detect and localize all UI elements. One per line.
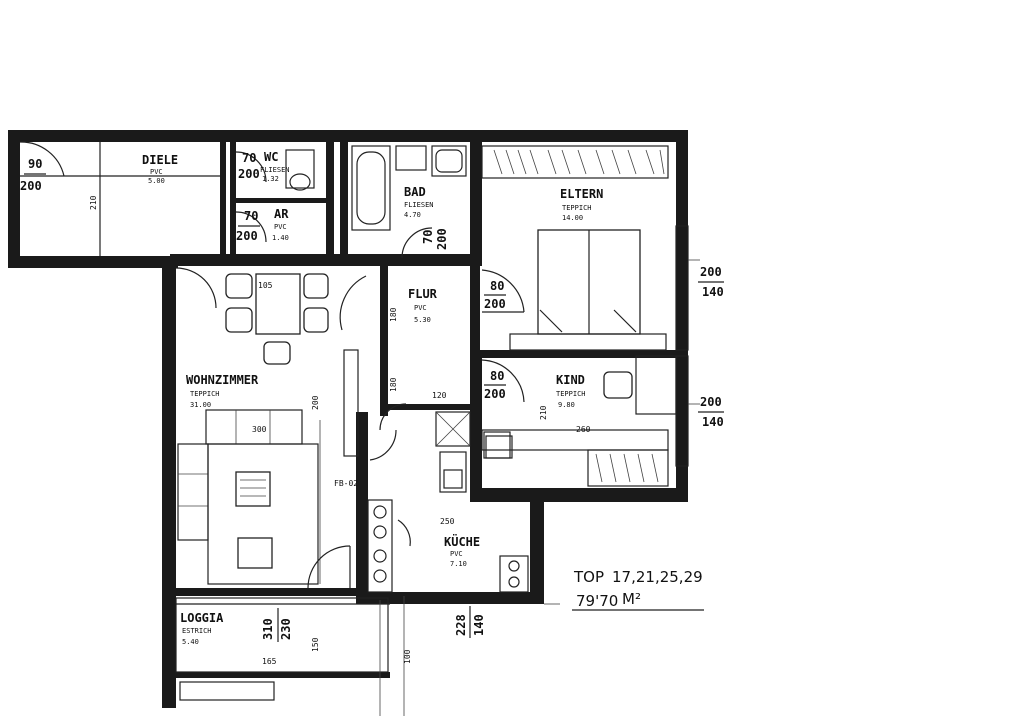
room-name: FLUR xyxy=(408,287,438,301)
room-area: 31.00 xyxy=(190,401,211,409)
window-dim-kueche: 228 140 xyxy=(454,606,486,638)
room-name: AR xyxy=(274,207,289,221)
room-ar: AR PVC 1.40 xyxy=(272,207,289,242)
svg-text:180: 180 xyxy=(389,307,398,322)
room-name: LOGGIA xyxy=(180,611,224,625)
svg-text:310: 310 xyxy=(261,618,275,640)
room-eltern: ELTERN TEPPICH 14.00 xyxy=(560,187,603,222)
svg-text:100: 100 xyxy=(403,649,412,664)
svg-text:200: 200 xyxy=(700,265,722,279)
svg-text:200: 200 xyxy=(238,167,260,181)
svg-text:260: 260 xyxy=(576,425,591,434)
svg-text:250: 250 xyxy=(440,517,455,526)
room-name: DIELE xyxy=(142,153,178,167)
room-wc: WC FLIESEN 1.32 xyxy=(260,150,290,183)
svg-text:200: 200 xyxy=(20,179,42,193)
svg-text:165: 165 xyxy=(262,657,277,666)
svg-text:140: 140 xyxy=(472,614,486,636)
room-area: 5.40 xyxy=(182,638,199,646)
room-area: 14.00 xyxy=(562,214,583,222)
room-diele: DIELE PVC 5.00 xyxy=(142,153,178,185)
door-dim-bad: 70 200 xyxy=(421,228,449,250)
window-dim-kind: 200 140 xyxy=(698,395,724,429)
svg-text:70: 70 xyxy=(244,209,258,223)
svg-text:200: 200 xyxy=(700,395,722,409)
room-name: KIND xyxy=(556,373,585,387)
window-dim-loggia: 310 230 xyxy=(261,608,293,642)
room-bad: BAD FLIESEN 4.70 xyxy=(404,185,434,219)
room-area: 9.80 xyxy=(558,401,575,409)
svg-text:210: 210 xyxy=(89,195,98,210)
room-area: 5.30 xyxy=(414,316,431,324)
unit-label: TOP 17,21,25,29 79'70 M² xyxy=(572,568,704,611)
svg-text:70: 70 xyxy=(421,230,435,244)
room-name: ELTERN xyxy=(560,187,603,201)
room-area: 1.32 xyxy=(262,175,279,183)
room-floor: PVC xyxy=(150,168,163,176)
svg-text:90: 90 xyxy=(28,157,42,171)
top-area-unit: M² xyxy=(622,590,641,608)
room-floor: PVC xyxy=(450,550,463,558)
door-dim-wc: 70 200 xyxy=(238,151,260,181)
room-floor: PVC xyxy=(274,223,287,231)
svg-text:140: 140 xyxy=(702,285,724,299)
svg-text:80: 80 xyxy=(490,369,504,383)
room-wohnzimmer: WOHNZIMMER TEPPICH 31.00 xyxy=(186,373,259,409)
svg-text:230: 230 xyxy=(279,618,293,640)
svg-text:200: 200 xyxy=(435,228,449,250)
door-dim-eltern: 80 200 xyxy=(484,279,506,311)
room-area: 5.00 xyxy=(148,177,165,185)
room-name: BAD xyxy=(404,185,426,199)
top-label: TOP xyxy=(573,568,604,586)
svg-text:228: 228 xyxy=(454,614,468,636)
svg-text:80: 80 xyxy=(490,279,504,293)
svg-text:200: 200 xyxy=(236,229,258,243)
fixtures xyxy=(19,141,700,716)
room-floor: FLIESEN xyxy=(404,201,434,209)
room-area: 1.40 xyxy=(272,234,289,242)
room-name: WC xyxy=(264,150,278,164)
internal-dimensions: 210 250 300 210 180 180 120 100 260 200 … xyxy=(89,195,591,666)
room-flur: FLUR PVC 5.30 xyxy=(408,287,438,324)
room-floor: FLIESEN xyxy=(260,166,290,174)
room-area: 7.10 xyxy=(450,560,467,568)
top-area-value: 79'70 xyxy=(576,592,618,610)
svg-text:200: 200 xyxy=(311,395,320,410)
window-dim-eltern: 200 140 xyxy=(698,265,724,299)
svg-text:70: 70 xyxy=(242,151,256,165)
svg-text:210: 210 xyxy=(539,405,548,420)
room-floor: TEPPICH xyxy=(190,390,220,398)
svg-text:150: 150 xyxy=(311,637,320,652)
room-floor: PVC xyxy=(414,304,427,312)
room-area: 4.70 xyxy=(404,211,421,219)
svg-text:300: 300 xyxy=(252,425,267,434)
top-numbers: 17,21,25,29 xyxy=(612,568,703,586)
svg-text:120: 120 xyxy=(432,391,447,400)
label-fb02: FB-02 xyxy=(334,479,358,488)
room-floor: ESTRICH xyxy=(182,627,212,635)
svg-text:105: 105 xyxy=(258,281,273,290)
room-floor: TEPPICH xyxy=(556,390,586,398)
svg-text:180: 180 xyxy=(389,377,398,392)
walls xyxy=(8,130,688,708)
svg-text:200: 200 xyxy=(484,297,506,311)
svg-text:200: 200 xyxy=(484,387,506,401)
room-kind: KIND TEPPICH 9.80 xyxy=(556,373,586,409)
room-kueche: KÜCHE PVC 7.10 xyxy=(444,534,480,568)
room-name: KÜCHE xyxy=(444,534,480,549)
room-floor: TEPPICH xyxy=(562,204,592,212)
svg-text:140: 140 xyxy=(702,415,724,429)
door-dim-entry: 90 200 xyxy=(20,157,46,193)
room-name: WOHNZIMMER xyxy=(186,373,259,387)
door-dim-kind: 80 200 xyxy=(484,369,506,401)
room-loggia: LOGGIA ESTRICH 5.40 xyxy=(180,611,224,646)
door-dim-ar: 70 200 xyxy=(236,209,260,243)
